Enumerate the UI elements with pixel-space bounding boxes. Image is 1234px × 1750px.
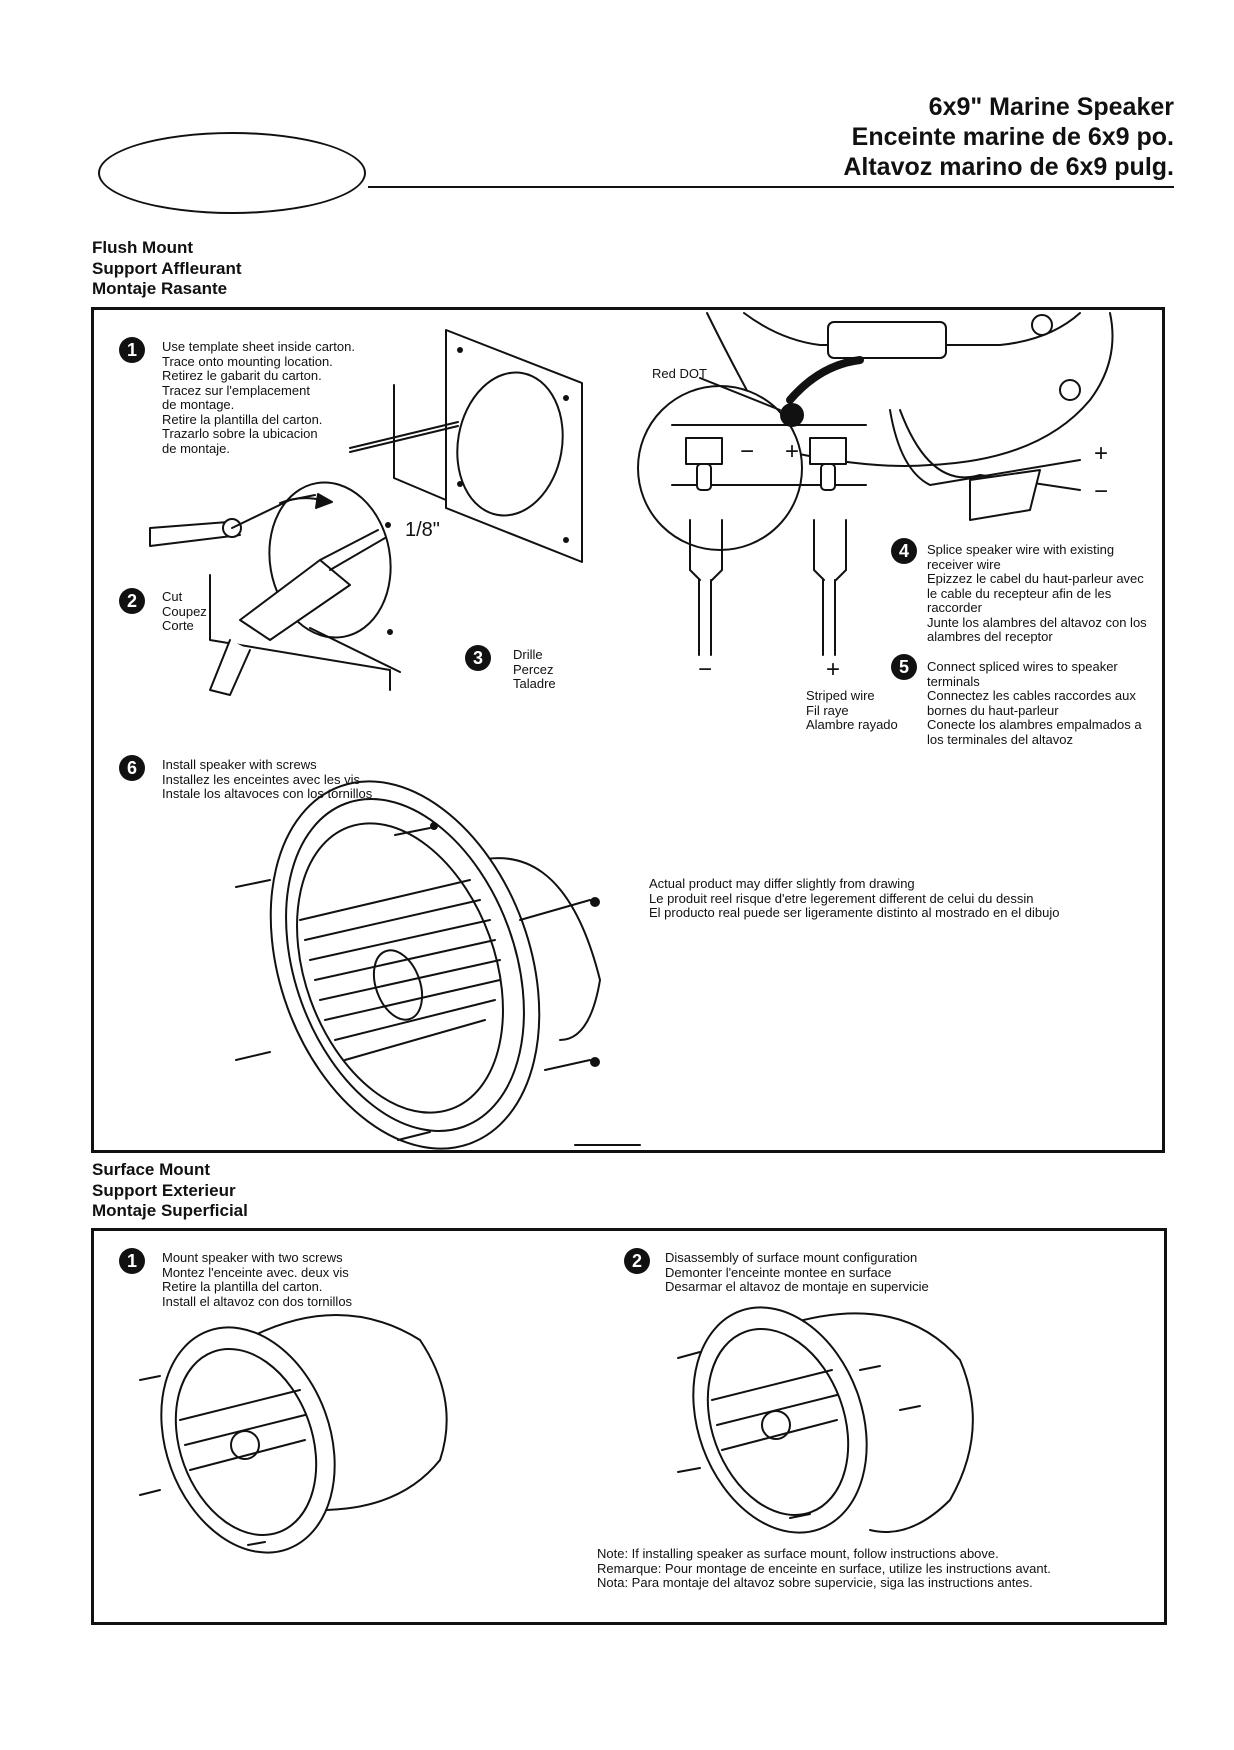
line: Le produit reel risque d'etre legerement… [649, 890, 1034, 906]
line: Coupez [162, 603, 207, 619]
template-sheet-drawing [349, 329, 583, 563]
line: Remarque: Pour montage de enceinte en su… [597, 1560, 1051, 1576]
title-english: 6x9" Marine Speaker [928, 93, 1174, 121]
drill-size-label: 1/8" [405, 519, 440, 541]
flush-step-5-badge: 5 [891, 654, 917, 680]
flush-step-6-badge: 6 [119, 755, 145, 781]
flush-mount-panel [91, 307, 1165, 1153]
cutting-drawing [149, 481, 401, 696]
page-title: 6x9" Marine Speaker Enceinte marine de 6… [843, 92, 1174, 182]
lead-plus: + [826, 656, 841, 683]
line: Trace onto mounting location. [162, 353, 333, 369]
line: Taladre [513, 676, 556, 691]
brand-logo-placeholder [98, 132, 366, 214]
line: Instale los altavoces con los tornillos [162, 786, 373, 801]
flush-step-1-text: Use template sheet inside carton. Trace … [162, 339, 355, 456]
line: Montez l'enceinte avec. deux vis [162, 1264, 349, 1280]
line: Tracez sur l'emplacement [162, 382, 310, 398]
line: Use template sheet inside carton. [162, 339, 355, 354]
surface-mount-drawing-1 [139, 1314, 448, 1554]
terminal-plus: + [785, 438, 800, 465]
line: Striped wire [806, 688, 875, 703]
wiring-drawing [637, 312, 1114, 656]
heading-fr: Support Affleurant [92, 258, 242, 278]
line: Alambre rayado [806, 717, 898, 732]
disclaimer-text: Actual product may differ slightly from … [649, 876, 1060, 921]
line: Mount speaker with two screws [162, 1250, 343, 1265]
line: Trazarlo sobre la ubicacion [162, 426, 318, 441]
title-spanish: Altavoz marino de 6x9 pulg. [843, 153, 1174, 181]
line: Nota: Para montaje del altavoz sobre sup… [597, 1575, 1033, 1590]
line: Conecte los alambres empalmados a [927, 717, 1142, 732]
speaker-install-drawing [235, 780, 641, 1150]
surface-step-2-text: Disassembly of surface mount configurati… [665, 1250, 929, 1295]
surface-mount-heading: Surface Mount Support Exterieur Montaje … [92, 1160, 248, 1222]
striped-wire-label: Striped wire Fil raye Alambre rayado [806, 688, 898, 733]
flush-step-5-text: Connect spliced wires to speaker termina… [927, 659, 1142, 747]
line: Junte los alambres del altavoz con los [927, 614, 1147, 630]
title-divider [368, 186, 1174, 188]
red-dot-label: Red DOT [652, 366, 707, 381]
surface-mount-drawing-2 [677, 1306, 974, 1534]
flush-mount-heading: Flush Mount Support Affleurant Montaje R… [92, 238, 242, 300]
line: alambres del receptor [927, 629, 1053, 644]
line: de montage. [162, 397, 235, 412]
line: Retire la plantilla del carton. [162, 1279, 323, 1294]
line: Corte [162, 618, 194, 633]
line: Note: If installing speaker as surface m… [597, 1546, 999, 1561]
line: Connect spliced wires to speaker [927, 659, 1118, 674]
flush-step-6-text: Install speaker with screws Installez le… [162, 757, 373, 802]
title-french: Enceinte marine de 6x9 po. [851, 123, 1174, 151]
flush-step-4-text: Splice speaker wire with existing receiv… [927, 542, 1147, 645]
line: le cable du recepteur afin de les [927, 585, 1112, 601]
line: Cut [162, 589, 183, 604]
lead-minus: − [698, 656, 713, 683]
surface-note: Note: If installing speaker as surface m… [597, 1546, 1051, 1591]
wire-minus: − [1094, 478, 1109, 505]
line: bornes du haut-parleur [927, 702, 1059, 718]
flush-step-2-text: Cut Coupez Corte [162, 589, 207, 634]
line: Percez [513, 661, 554, 677]
line: Desarmar el altavoz de montaje en superv… [665, 1279, 929, 1294]
line: Disassembly of surface mount configurati… [665, 1250, 918, 1265]
line: Connectez les cables raccordes aux [927, 688, 1136, 703]
flush-step-2-badge: 2 [119, 588, 145, 614]
line: de montaje. [162, 440, 230, 456]
line: Demonter l'enceinte montee en surface [665, 1264, 892, 1280]
line: Install el altavoz con dos tornillos [162, 1293, 353, 1309]
flush-step-3-badge: 3 [465, 645, 491, 671]
flush-step-3-text: Drille Percez Taladre [513, 647, 556, 692]
surface-step-1-badge: 1 [119, 1248, 145, 1274]
flush-step-1-badge: 1 [119, 337, 145, 363]
surface-mount-panel [91, 1228, 1167, 1625]
heading-en: Surface Mount [92, 1160, 211, 1179]
line: receiver wire [927, 556, 1001, 572]
flush-step-4-badge: 4 [891, 538, 917, 564]
wire-plus: + [1094, 440, 1109, 467]
line: Retire la plantilla del carton. [162, 411, 323, 427]
heading-en: Flush Mount [92, 238, 194, 257]
surface-step-1-text: Mount speaker with two screws Montez l'e… [162, 1250, 353, 1309]
line: Retirez le gabarit du carton. [162, 368, 322, 383]
line: Epizzez le cabel du haut-parleur avec [927, 571, 1144, 586]
heading-es: Montaje Superficial [92, 1201, 248, 1220]
line: El producto real puede ser ligeramente d… [649, 905, 1060, 920]
line: Splice speaker wire with existing [927, 542, 1115, 557]
line: terminals [927, 673, 980, 689]
line: Install speaker with screws [162, 757, 317, 772]
line: Installez les enceintes avec les vis [162, 771, 360, 787]
line: los terminales del altavoz [927, 731, 1073, 747]
line: Actual product may differ slightly from … [649, 876, 915, 891]
heading-es: Montaje Rasante [92, 279, 228, 298]
line: raccorder [927, 600, 982, 615]
terminal-minus: − [740, 438, 755, 465]
line: Drille [513, 647, 543, 662]
red-dot-marker [780, 403, 804, 427]
surface-step-2-badge: 2 [624, 1248, 650, 1274]
heading-fr: Support Exterieur [92, 1180, 236, 1200]
line: Fil raye [806, 702, 849, 718]
